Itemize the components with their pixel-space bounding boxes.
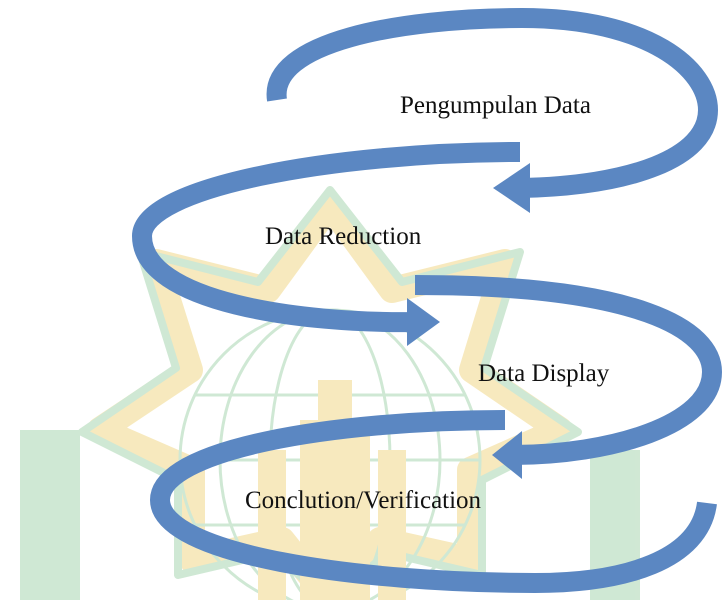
arrowhead-2 bbox=[407, 298, 440, 346]
arrowhead-1 bbox=[493, 163, 530, 213]
step-label-2: Data Reduction bbox=[265, 223, 422, 250]
arrow-loop-2 bbox=[131, 142, 521, 333]
arrow-loop-4 bbox=[149, 410, 717, 594]
arrow-loop-3 bbox=[414, 275, 723, 465]
university-seal-watermark-icon bbox=[20, 186, 640, 600]
step-label-3: Data Display bbox=[478, 360, 610, 387]
step-label-4: Conclution/Verification bbox=[245, 487, 482, 514]
arrowhead-3 bbox=[492, 431, 522, 479]
step-label-1: Pengumpulan Data bbox=[400, 92, 591, 119]
arrow-loop-1 bbox=[266, 7, 719, 198]
